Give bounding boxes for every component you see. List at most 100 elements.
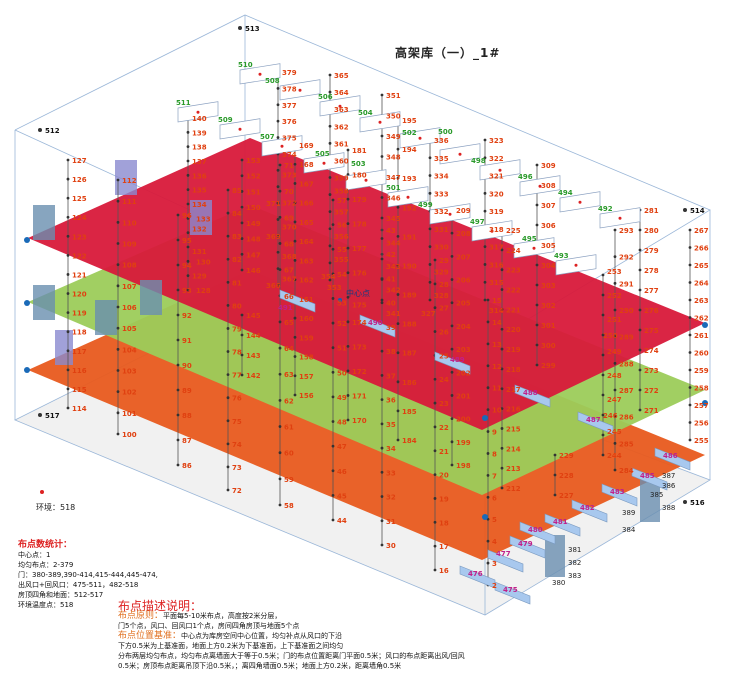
sensor-label: 22 bbox=[439, 424, 449, 432]
stats-line: 房顶四角和地面：512-517 bbox=[18, 591, 104, 599]
sensor-label: 46 bbox=[337, 468, 347, 476]
sensor-point bbox=[293, 162, 297, 166]
sensor-point bbox=[613, 281, 617, 285]
sensor-point bbox=[328, 124, 332, 128]
sensor-point bbox=[176, 313, 180, 317]
sensor-label: 309 bbox=[541, 162, 556, 170]
sensor-label: 50 bbox=[337, 369, 347, 377]
vent-label: 496 bbox=[518, 173, 533, 181]
center-label: 中心点 bbox=[346, 288, 370, 298]
sensor-point bbox=[380, 216, 384, 220]
sensor-label: 44 bbox=[337, 517, 347, 525]
sensor-point bbox=[66, 387, 70, 391]
sensor-label: 161 bbox=[299, 296, 314, 304]
sensor-point bbox=[226, 188, 230, 192]
sensor-label: 136 bbox=[192, 172, 207, 180]
door-panel bbox=[140, 280, 162, 315]
sensor-label: 143 bbox=[246, 352, 261, 360]
sensor-label: 306 bbox=[541, 222, 556, 230]
principle-line: 平面每5-10米布点，高度按2米分层， bbox=[163, 612, 282, 620]
vent-label: 508 bbox=[265, 77, 280, 85]
sensor-pole bbox=[66, 158, 70, 410]
sensor-point bbox=[276, 119, 280, 123]
sensor-label: 82 bbox=[232, 256, 242, 264]
sensor-point bbox=[396, 205, 400, 209]
vent-label: 490 bbox=[368, 319, 383, 327]
sensor-label: 363 bbox=[334, 106, 349, 114]
sensor-label: 145 bbox=[246, 312, 261, 320]
sensor-label: 290 bbox=[619, 307, 634, 315]
sensor-point bbox=[66, 330, 70, 334]
sensor-label: 261 bbox=[694, 332, 709, 340]
door-point-label: 386 bbox=[662, 482, 676, 490]
sensor-label: 193 bbox=[402, 175, 417, 183]
sensor-label: 79 bbox=[232, 325, 242, 333]
sensor-label: 146 bbox=[246, 267, 261, 275]
point-stats: 布点数统计： 中心点：1 均匀布点：2-379 门：380-389,390-41… bbox=[18, 540, 158, 610]
vent-point bbox=[378, 120, 382, 124]
sensor-point bbox=[688, 403, 692, 407]
sensor-point bbox=[486, 495, 490, 499]
sensor-point bbox=[346, 418, 350, 422]
sensor-point bbox=[276, 86, 280, 90]
sensor-label: 213 bbox=[506, 465, 521, 473]
low-vent bbox=[519, 521, 556, 545]
sensor-point bbox=[396, 322, 400, 326]
sensor-label: 32 bbox=[386, 494, 396, 502]
sensor-label: 15 bbox=[492, 297, 502, 305]
sensor-label: 81 bbox=[232, 279, 242, 287]
stats-line: 出风口+回风口：475-511，482-518 bbox=[18, 581, 139, 589]
vent-box bbox=[519, 521, 556, 545]
sensor-label: 362 bbox=[334, 123, 349, 131]
sensor-point bbox=[486, 539, 490, 543]
sensor-point bbox=[613, 415, 617, 419]
sensor-label: 67 bbox=[284, 267, 294, 275]
sensor-label: 179 bbox=[352, 196, 367, 204]
sensor-label: 53 bbox=[337, 299, 347, 307]
sensor-point bbox=[226, 303, 230, 307]
sensor-label: 263 bbox=[694, 297, 709, 305]
vent-point bbox=[298, 88, 302, 92]
door-point-label: 385 bbox=[650, 491, 663, 499]
air-vent bbox=[479, 159, 521, 181]
sensor-label: 351 bbox=[386, 92, 401, 100]
sensor-point bbox=[66, 215, 70, 219]
sensor-label: 86 bbox=[182, 462, 192, 470]
sensor-point bbox=[486, 430, 490, 433]
sensor-point bbox=[176, 363, 180, 367]
sensor-point bbox=[486, 386, 490, 390]
sensor-label: 320 bbox=[489, 190, 504, 198]
sensor-point bbox=[500, 387, 504, 391]
sensor-label: 370 bbox=[282, 223, 297, 231]
sensor-label: 328 bbox=[434, 292, 449, 300]
sensor-point bbox=[328, 278, 332, 282]
sensor-pole bbox=[226, 188, 230, 492]
corner-point bbox=[238, 26, 242, 30]
sensor-point bbox=[450, 301, 454, 305]
sensor-point bbox=[396, 176, 400, 180]
basis-label: 布点位置基准： bbox=[118, 631, 182, 641]
sensor-label: 357 bbox=[334, 209, 349, 217]
sensor-label: 336 bbox=[434, 137, 449, 145]
sensor-point bbox=[450, 463, 454, 467]
wall-marker bbox=[482, 415, 488, 421]
sensor-label: 151 bbox=[246, 188, 261, 196]
sensor-label: 130 bbox=[196, 258, 211, 266]
vent-label: 493 bbox=[554, 252, 569, 260]
sensor-point bbox=[450, 440, 454, 444]
sensor-point bbox=[380, 543, 384, 547]
sensor-point bbox=[278, 189, 282, 193]
sensor-point bbox=[226, 211, 230, 215]
vent-label: 483 bbox=[610, 488, 625, 496]
sensor-point bbox=[433, 449, 437, 453]
sensor-point bbox=[346, 222, 350, 226]
sensor-label: 334 bbox=[434, 173, 449, 181]
sensor-label: 21 bbox=[439, 448, 449, 456]
sensor-point bbox=[433, 258, 437, 262]
vent-label: 491 bbox=[278, 304, 293, 312]
sensor-label: 18 bbox=[439, 519, 449, 527]
sensor-point bbox=[613, 441, 617, 445]
sensor-label: 208 bbox=[456, 230, 471, 238]
sensor-label: 321 bbox=[489, 173, 504, 181]
sensor-point bbox=[226, 327, 230, 330]
